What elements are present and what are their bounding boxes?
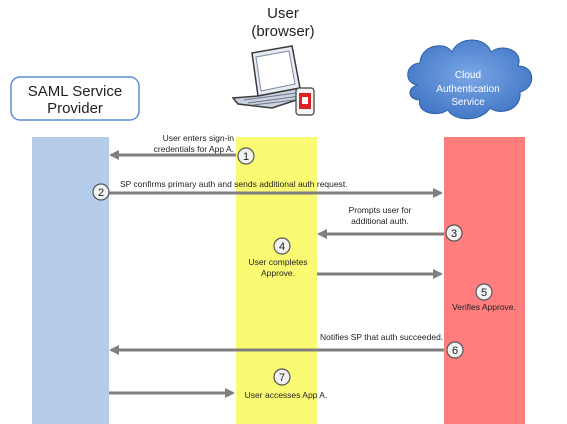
- step-3-label-line1: Prompts user for: [349, 205, 412, 215]
- cloud-title-line3: Service: [451, 97, 485, 108]
- step-6-number: 6: [452, 345, 458, 357]
- sp-header-box: [10, 76, 140, 121]
- user-title-line2: (browser): [251, 23, 314, 40]
- sp-title-line2: Provider: [47, 100, 103, 117]
- step-4-label-line1: User completes: [248, 257, 307, 267]
- step-2-label: SP confirms primary auth and sends addit…: [120, 179, 348, 189]
- sp-title-line1: SAML Service: [28, 83, 122, 100]
- step-3-number: 3: [451, 228, 457, 240]
- step-1-number: 1: [243, 151, 249, 163]
- step-1-label-line1: User enters sign-in: [163, 133, 235, 143]
- cloud-title-line1: Cloud: [455, 70, 481, 81]
- sp-lane: [32, 137, 109, 424]
- step-7-label: User accesses App A.: [245, 390, 328, 400]
- cloud-title-line2: Authentication: [436, 84, 499, 95]
- step-4-number: 4: [279, 241, 285, 253]
- phone-icon: [295, 87, 315, 116]
- step-5-label: Verifies Approve.: [452, 302, 516, 312]
- step-6-marker: [446, 341, 464, 359]
- step-3-label-line2: additional auth.: [351, 216, 409, 226]
- step-7-marker: [273, 368, 291, 386]
- step-6-label: Notifies SP that auth succeeded.: [320, 332, 443, 342]
- step-3-marker: [445, 224, 463, 242]
- step-1-marker: [237, 147, 255, 165]
- cloud-icon: [407, 39, 533, 120]
- cloud-service-lane: [444, 137, 525, 424]
- laptop-icon: [231, 45, 314, 109]
- step-5-marker: [475, 283, 493, 301]
- step-2-number: 2: [98, 187, 104, 199]
- step-1-label-line2: credentials for App A.: [154, 144, 234, 154]
- step-4-marker: [273, 237, 291, 255]
- step-5-number: 5: [481, 287, 487, 299]
- step-4-label-line2: Approve.: [261, 268, 295, 278]
- user-title-line1: User: [267, 5, 299, 22]
- step-2-marker: [92, 183, 110, 201]
- step-7-number: 7: [279, 372, 285, 384]
